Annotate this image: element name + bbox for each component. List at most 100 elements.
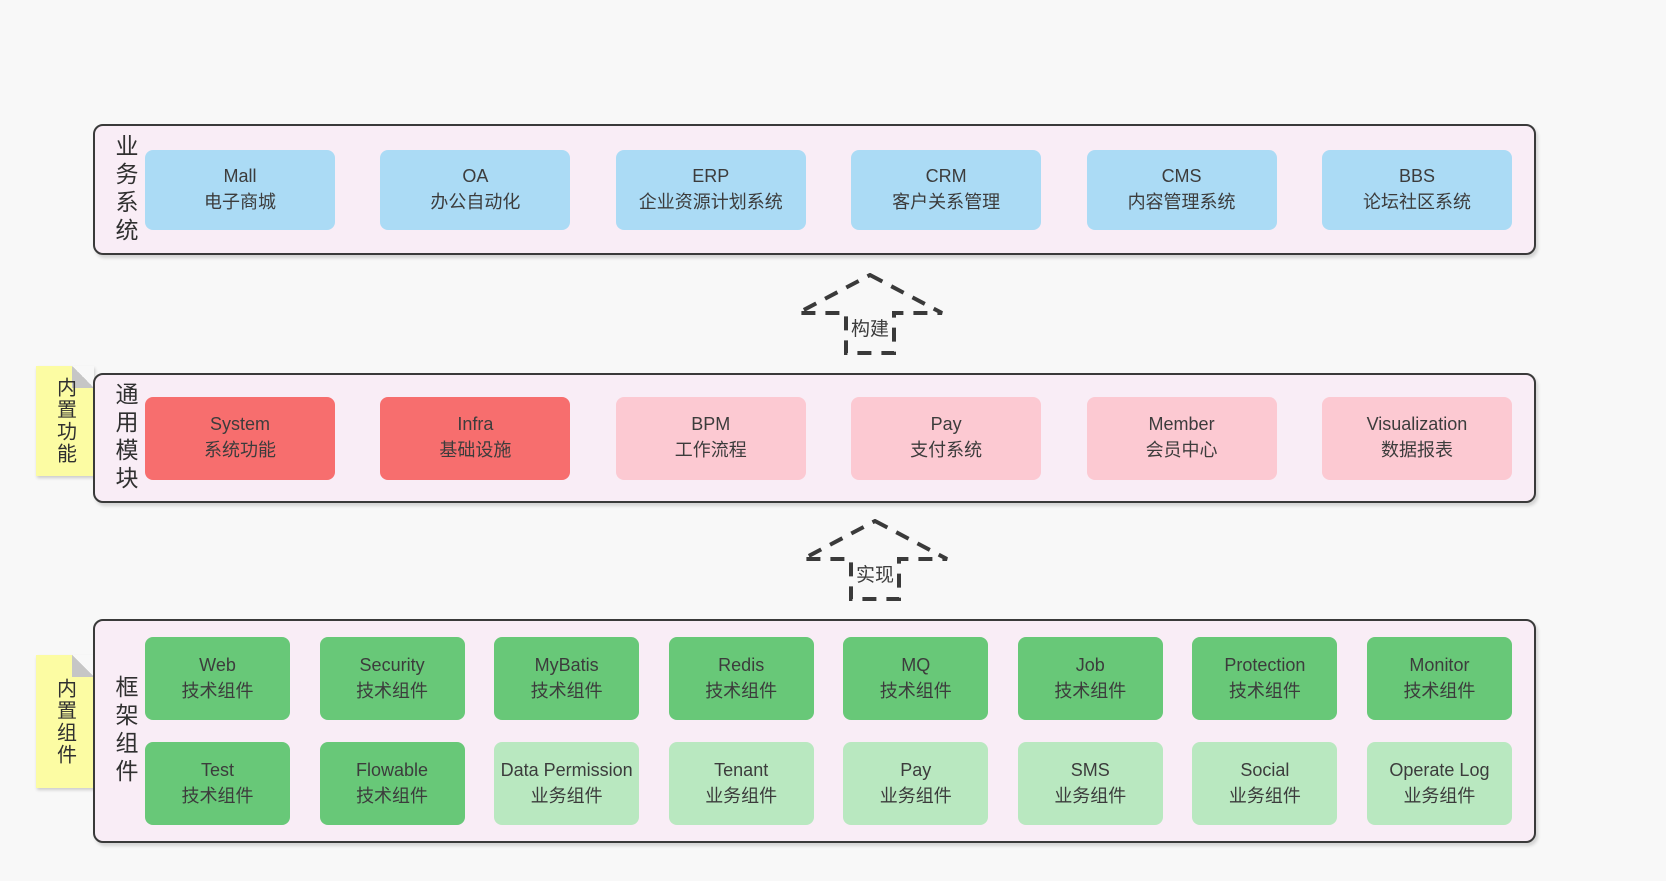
box-oa: OA 办公自动化 [380, 149, 571, 230]
box-subtitle: 系统功能 [204, 440, 276, 460]
box-system: System 系统功能 [145, 396, 335, 480]
box-subtitle: 论坛社区系统 [1362, 191, 1471, 212]
box-crm: CRM 客户关系管理 [851, 149, 1042, 230]
sticky-note-built-in-features: 内置功能 [36, 366, 94, 476]
box-subtitle: 内容管理系统 [1127, 191, 1236, 212]
box-subtitle: 工作流程 [674, 440, 747, 460]
box-title: Infra [457, 414, 494, 435]
box-subtitle: 支付系统 [910, 440, 983, 460]
box-subtitle: 数据报表 [1380, 440, 1453, 460]
box-subtitle: 客户关系管理 [892, 191, 1001, 212]
sticky-note-built-in-components: 内置组件 [36, 655, 94, 788]
box-mq: MQ 技术组件 [843, 637, 989, 720]
box-pay: Pay 业务组件 [843, 742, 989, 825]
box-subtitle: 业务组件 [705, 785, 778, 806]
folded-corner-icon [72, 366, 94, 388]
box-title: MQ [901, 654, 931, 675]
box-row: Mall 电子商城 OA 办公自动化 ERP 企业资源计划系统 CRM 客户关系管理 CMS 内容… [145, 149, 1512, 230]
box-data-permission: Data Permission 业务组件 [494, 742, 640, 825]
box-bbs: BBS 论坛社区系统 [1321, 149, 1512, 230]
box-subtitle: 业务组件 [1403, 785, 1476, 806]
box-title: Security [359, 654, 425, 675]
box-subtitle: 技术组件 [356, 785, 429, 806]
box-cms: CMS 内容管理系统 [1086, 149, 1277, 230]
box-operate-log: Operate Log 业务组件 [1366, 742, 1512, 825]
box-title: Flowable [356, 759, 429, 780]
box-subtitle: 技术组件 [705, 680, 778, 701]
box-monitor: Monitor 技术组件 [1366, 637, 1512, 720]
sticky-note-text: 内置功能 [53, 377, 76, 465]
box-subtitle: 业务组件 [1054, 785, 1127, 806]
box-title: Web [199, 654, 236, 675]
box-subtitle: 会员中心 [1145, 440, 1218, 460]
box-bpm: BPM 工作流程 [615, 396, 806, 480]
box-title: Test [200, 759, 234, 780]
box-subtitle: 技术组件 [181, 785, 254, 806]
box-tenant: Tenant 业务组件 [668, 742, 814, 825]
box-title: CMS [1161, 165, 1202, 186]
box-title: Pay [900, 759, 932, 780]
box-title: BBS [1398, 165, 1435, 186]
implement-arrow: 实现 [800, 519, 950, 601]
implement-arrow-label: 实现 [855, 565, 895, 586]
box-erp: ERP 企业资源计划系统 [615, 149, 806, 230]
sticky-note-text: 内置组件 [53, 677, 76, 766]
box-title: Monitor [1409, 654, 1470, 675]
box-subtitle: 电子商城 [204, 191, 276, 212]
box-title: Pay [930, 414, 962, 435]
box-subtitle: 技术组件 [356, 680, 429, 701]
panel-side-label-components: 框架组件 [112, 675, 138, 787]
box-title: ERP [692, 165, 730, 186]
build-arrow: 构建 [795, 273, 945, 355]
box-subtitle: 技术组件 [1403, 680, 1476, 701]
box-redis: Redis 技术组件 [668, 637, 814, 720]
box-test: Test 技术组件 [145, 742, 290, 825]
box-subtitle: 办公自动化 [430, 191, 521, 212]
box-subtitle: 技术组件 [181, 680, 254, 701]
panel-side-label-modules: 通用模块 [112, 382, 138, 494]
box-title: Job [1075, 654, 1105, 675]
box-pay: Pay 支付系统 [851, 396, 1042, 480]
box-title: Protection [1224, 654, 1306, 675]
box-title: OA [462, 165, 489, 186]
box-subtitle: 技术组件 [530, 680, 603, 701]
box-title: System [209, 414, 270, 435]
box-subtitle: 业务组件 [879, 785, 952, 806]
box-rows-business: Mall 电子商城 OA 办公自动化 ERP 企业资源计划系统 CRM 客户关系管理 CMS 内容… [145, 126, 1512, 253]
box-infra: Infra 基础设施 [380, 396, 571, 480]
box-mall: Mall 电子商城 [145, 149, 335, 230]
box-title: Operate Log [1389, 759, 1490, 780]
dashed-up-arrow-icon [802, 519, 948, 601]
box-title: SMS [1070, 759, 1110, 780]
box-subtitle: 业务组件 [530, 785, 603, 806]
box-subtitle: 基础设施 [439, 440, 512, 460]
box-subtitle: 技术组件 [879, 680, 952, 701]
box-subtitle: 企业资源计划系统 [638, 191, 783, 212]
box-title: Data Permission [500, 759, 633, 780]
box-subtitle: 技术组件 [1054, 680, 1127, 701]
panel-common-modules: 通用模块 System 系统功能 Infra 基础设施 BPM 工作流程 Pay 支付系统 Me… [93, 373, 1536, 503]
box-title: Redis [718, 654, 765, 675]
build-arrow-label: 构建 [850, 319, 890, 340]
box-flowable: Flowable 技术组件 [319, 742, 465, 825]
box-title: Social [1240, 759, 1290, 780]
box-title: BPM [691, 414, 731, 435]
box-title: MyBatis [534, 654, 599, 675]
box-title: Tenant [714, 759, 769, 780]
box-security: Security 技术组件 [319, 637, 465, 720]
folded-corner-icon [72, 655, 94, 677]
box-subtitle: 技术组件 [1228, 680, 1301, 701]
box-title: Mall [223, 165, 257, 186]
box-title: CRM [925, 165, 967, 186]
box-sms: SMS 业务组件 [1017, 742, 1163, 825]
